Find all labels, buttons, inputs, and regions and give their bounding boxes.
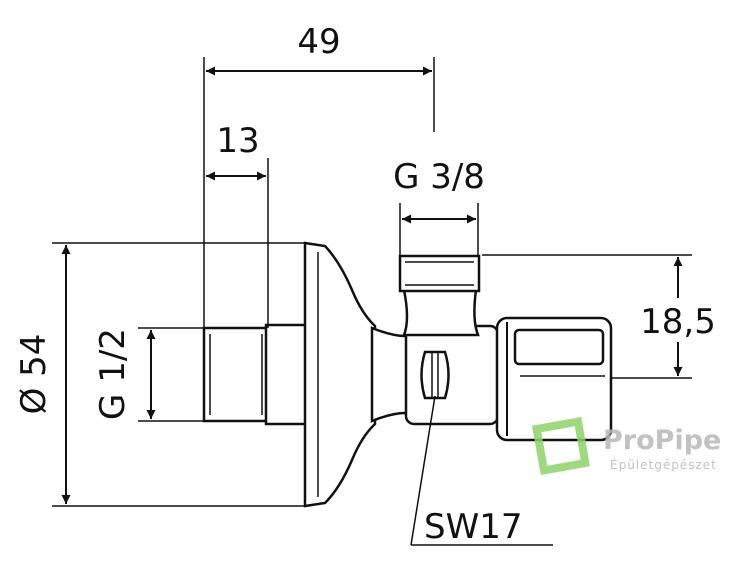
dimension-13-label: 13 xyxy=(216,121,259,161)
valve-body-block xyxy=(404,324,500,426)
valve-body xyxy=(202,241,613,508)
propipe-logo-icon xyxy=(532,417,590,475)
dimension-g38-label: G 3/8 xyxy=(393,157,485,197)
dimension-185-label: 18,5 xyxy=(640,302,716,342)
dimension-flange-diameter: Ø 54 xyxy=(14,242,305,507)
outlet-stem xyxy=(402,288,480,337)
handle-grip xyxy=(513,328,605,366)
dimension-overall-width: 49 xyxy=(203,22,435,328)
wrench-hex xyxy=(420,350,450,400)
propipe-watermark: ProPipe Épületgépészet xyxy=(532,417,721,475)
watermark-brand: ProPipe xyxy=(603,425,721,456)
dimension-inlet-thread-length: 13 xyxy=(206,121,269,328)
dimension-diameter-label: Ø 54 xyxy=(14,334,54,415)
wall-flange xyxy=(303,241,377,508)
leader-wrench-size: SW17 xyxy=(410,395,553,547)
dimension-g12-label: G 1/2 xyxy=(93,328,133,420)
dimension-outlet-height: 18,5 xyxy=(482,254,720,379)
inlet-thread xyxy=(202,326,270,423)
watermark-tagline: Épületgépészet xyxy=(610,457,717,472)
wrench-size-label: SW17 xyxy=(424,507,522,547)
dimension-outlet-thread: G 3/8 xyxy=(393,157,485,256)
dimension-49-label: 49 xyxy=(297,22,340,62)
inlet-nipple xyxy=(264,323,308,426)
dimension-inlet-thread: G 1/2 xyxy=(93,327,204,422)
